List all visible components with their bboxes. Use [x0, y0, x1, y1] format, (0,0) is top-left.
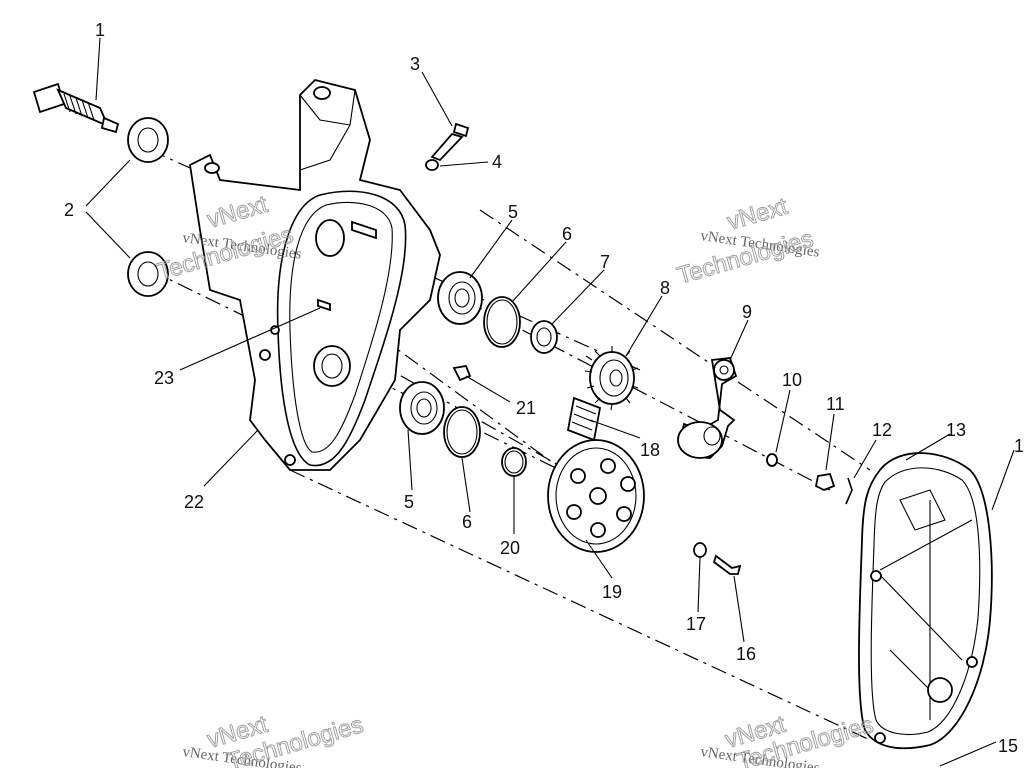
bearing-lower-part	[399, 381, 445, 435]
splined-shaft-part	[32, 82, 120, 134]
seal-upper-part	[127, 117, 169, 163]
callout-labels: 1 2 3 4 5 6 7 8 9 10 11 12 13 1 23 21 22…	[64, 20, 1024, 756]
locknut-part	[814, 472, 836, 491]
callout-7: 7	[600, 252, 610, 272]
lock-washer-part	[425, 159, 439, 171]
washer-part	[766, 453, 778, 467]
callout-17: 17	[686, 614, 706, 634]
callout-21: 21	[516, 398, 536, 418]
callout-15: 15	[998, 736, 1018, 756]
callout-16: 16	[736, 644, 756, 664]
spacer-part	[530, 320, 558, 354]
thrust-washer-part	[501, 447, 527, 477]
callout-14-partial: 1	[1014, 436, 1024, 456]
callout-18: 18	[640, 440, 660, 460]
tensioner-arm-part	[677, 357, 738, 459]
callout-6-lower: 6	[462, 512, 472, 532]
callout-5-lower: 5	[404, 492, 414, 512]
watermark-brand-top-right-1: vNext	[724, 193, 791, 236]
bolt-part	[430, 122, 470, 162]
callout-2: 2	[64, 200, 74, 220]
callout-19: 19	[602, 582, 622, 602]
cover-bolt-part	[712, 554, 742, 575]
callout-13: 13	[946, 420, 966, 440]
lower-sprocket-part	[547, 439, 645, 553]
stud-part	[317, 298, 331, 312]
leader-lines	[85, 37, 1015, 767]
callout-1: 1	[95, 20, 105, 40]
callout-22: 22	[184, 492, 204, 512]
upper-stud-part	[351, 220, 377, 240]
chaincase-housing-part	[189, 79, 441, 471]
callout-10: 10	[782, 370, 802, 390]
callout-3: 3	[410, 54, 420, 74]
chaincase-cover-part	[858, 452, 993, 750]
nut-part	[452, 364, 472, 382]
callout-8: 8	[660, 278, 670, 298]
snap-ring-upper-part	[483, 296, 521, 348]
snap-ring-lower-part	[443, 406, 481, 458]
callout-23: 23	[154, 368, 174, 388]
small-washer-part	[693, 542, 707, 558]
callout-11: 11	[826, 394, 845, 414]
callout-5-upper: 5	[508, 202, 518, 222]
callout-6-upper: 6	[562, 224, 572, 244]
bearing-upper-part	[437, 271, 483, 325]
callout-4: 4	[492, 152, 502, 172]
callout-20: 20	[500, 538, 520, 558]
callout-12: 12	[872, 420, 892, 440]
cotter-pin-part	[845, 477, 853, 505]
upper-sprocket-part	[584, 346, 639, 411]
seal-lower-part	[127, 251, 169, 297]
callout-9: 9	[742, 302, 752, 322]
drive-chain-part	[566, 396, 602, 442]
